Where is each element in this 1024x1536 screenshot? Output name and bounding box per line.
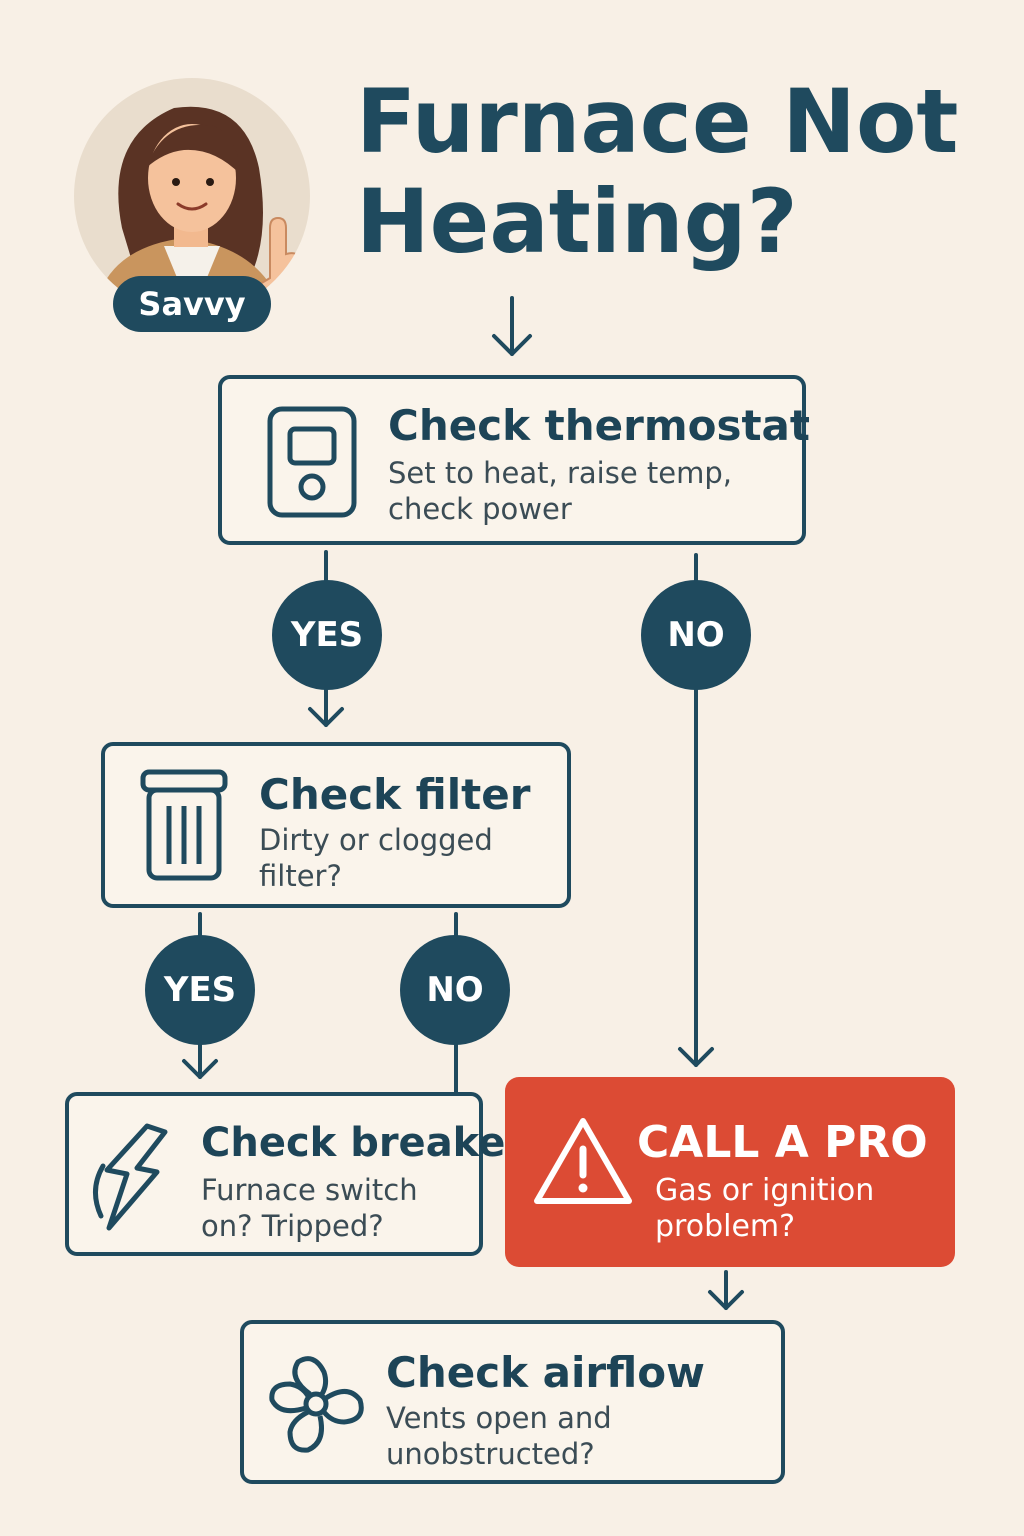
step-detail: Set to heat, raise temp, check power bbox=[388, 456, 732, 526]
step-title: CALL A PRO bbox=[637, 1117, 928, 1168]
step-check-filter: Check filter Dirty or clogged filter? bbox=[101, 742, 571, 908]
step-check-breaker: Check breaker Furnace switch on? Tripped… bbox=[65, 1092, 525, 1256]
page-title: Furnace Not Heating? bbox=[356, 72, 1016, 272]
step-check-airflow: Check airflow Vents open and unobstructe… bbox=[240, 1320, 785, 1484]
step-detail: Vents open and unobstructed? bbox=[386, 1401, 612, 1471]
lightning-icon bbox=[93, 1123, 168, 1231]
mascot-avatar: Savvy bbox=[70, 70, 320, 340]
branch-no-badge: NO bbox=[641, 580, 751, 690]
mascot-name-badge: Savvy bbox=[113, 276, 271, 332]
step-title: Check thermostat bbox=[388, 401, 810, 450]
title-line-2: Heating? bbox=[356, 170, 798, 273]
step-detail: Gas or ignition problem? bbox=[655, 1173, 875, 1244]
step-title: Check airflow bbox=[386, 1348, 705, 1397]
step-detail: Dirty or clogged filter? bbox=[259, 823, 493, 893]
fan-icon bbox=[269, 1356, 364, 1453]
filter-icon bbox=[140, 769, 228, 881]
step-title: Check filter bbox=[259, 770, 531, 819]
avatar-background bbox=[74, 78, 310, 314]
branch-yes-badge: YES bbox=[272, 580, 382, 690]
branch-yes-badge: YES bbox=[145, 935, 255, 1045]
branch-no-badge: NO bbox=[400, 935, 510, 1045]
step-check-thermostat: Check thermostat Set to heat, raise temp… bbox=[218, 375, 810, 545]
step-title: Check breaker bbox=[201, 1120, 526, 1166]
thermostat-icon bbox=[267, 406, 357, 518]
title-line-1: Furnace Not bbox=[356, 70, 959, 173]
step-call-a-pro: CALL A PRO Gas or ignition problem? bbox=[505, 1077, 955, 1267]
warning-icon bbox=[534, 1118, 632, 1204]
step-detail: Furnace switch on? Tripped? bbox=[201, 1173, 418, 1243]
